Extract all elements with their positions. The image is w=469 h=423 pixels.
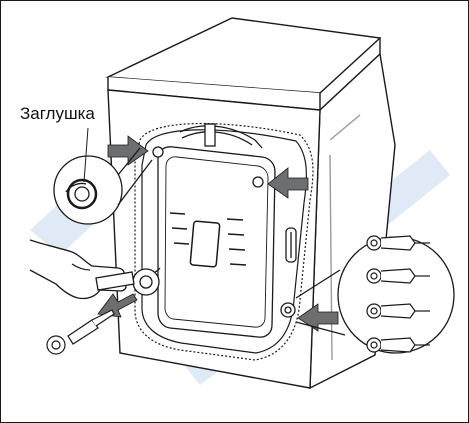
power-cord bbox=[179, 123, 263, 149]
removed-transit-bolt bbox=[46, 309, 115, 355]
rear-cover bbox=[157, 146, 276, 338]
arrow-bottom-right bbox=[297, 303, 339, 332]
side-vent bbox=[285, 227, 297, 263]
hand-with-wrench bbox=[29, 239, 161, 300]
bolt-2 bbox=[366, 268, 430, 284]
bolts-callout bbox=[295, 236, 455, 354]
bolt-4 bbox=[366, 337, 430, 353]
arrow-top-left bbox=[107, 135, 149, 166]
plug-label: Заглушка bbox=[20, 104, 95, 123]
plug-callout bbox=[53, 127, 153, 225]
direction-arrows bbox=[97, 135, 339, 332]
bolt-1 bbox=[366, 235, 430, 251]
bolt-3 bbox=[366, 303, 430, 319]
arrow-top-right bbox=[267, 167, 309, 199]
machine-top bbox=[105, 17, 382, 111]
